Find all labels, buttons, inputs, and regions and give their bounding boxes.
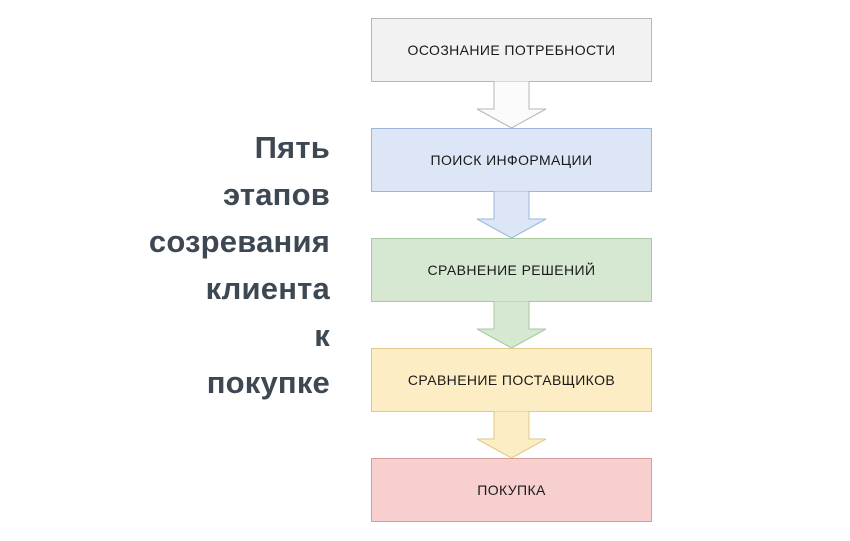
- flowchart: ОСОЗНАНИЕ ПОТРЕБНОСТИ ПОИСК ИНФОРМАЦИИ С…: [371, 18, 652, 522]
- flow-stage-4-label: СРАВНЕНИЕ ПОСТАВЩИКОВ: [407, 371, 616, 388]
- down-arrow-icon: [476, 81, 547, 129]
- flow-stage-1-label: ОСОЗНАНИЕ ПОТРЕБНОСТИ: [407, 41, 616, 58]
- flow-connector-2-3: [371, 191, 652, 239]
- flow-stage-3[interactable]: СРАВНЕНИЕ РЕШЕНИЙ: [371, 238, 652, 302]
- flow-stage-2-label: ПОИСК ИНФОРМАЦИИ: [430, 151, 593, 168]
- flow-connector-1-2: [371, 81, 652, 129]
- flow-connector-3-4: [371, 301, 652, 349]
- flow-stage-2[interactable]: ПОИСК ИНФОРМАЦИИ: [371, 128, 652, 192]
- flow-stage-3-label: СРАВНЕНИЕ РЕШЕНИЙ: [427, 261, 596, 278]
- down-arrow-icon: [476, 191, 547, 239]
- down-arrow-icon: [476, 411, 547, 459]
- flow-stage-4[interactable]: СРАВНЕНИЕ ПОСТАВЩИКОВ: [371, 348, 652, 412]
- flow-connector-4-5: [371, 411, 652, 459]
- flow-stage-5-label: ПОКУПКА: [477, 481, 546, 498]
- down-arrow-icon: [476, 301, 547, 349]
- flow-stage-5[interactable]: ПОКУПКА: [371, 458, 652, 522]
- flow-stage-1[interactable]: ОСОЗНАНИЕ ПОТРЕБНОСТИ: [371, 18, 652, 82]
- page-title: Пять этапов созревания клиента к покупке: [148, 130, 330, 400]
